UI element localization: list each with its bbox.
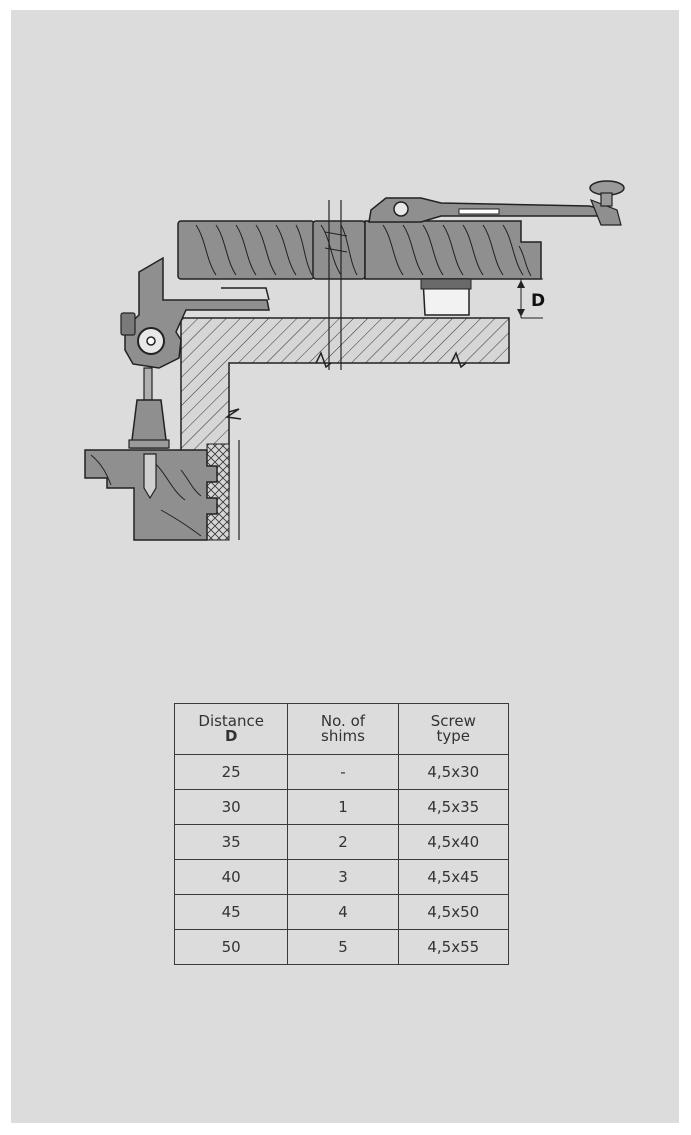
frame-break-side [224,408,242,420]
sash-profile [177,220,542,280]
cell-screw: 4,5x40 [397,824,510,860]
lever-handle [368,180,625,226]
cell-distance: 40 [173,859,289,895]
cell-shims: - [287,754,399,790]
cell-screw: 4,5x35 [397,789,510,825]
cell-shims: 5 [287,929,399,965]
spec-table-header: Distance D No. of shims Screw type [173,703,510,755]
break-gap [324,231,348,253]
frame-break-mid [450,351,467,369]
cell-distance: 30 [173,789,289,825]
spec-table: Distance D No. of shims Screw type 25-4,… [173,703,510,965]
cell-distance: 35 [173,824,289,860]
header-screw-type: Screw type [397,703,510,755]
header-shims: No. of shims [287,703,399,755]
cell-screw: 4,5x30 [397,754,510,790]
dimension-d-label: D [531,291,545,311]
hinge-bracket [120,256,270,449]
cell-distance: 50 [173,929,289,965]
cell-shims: 1 [287,789,399,825]
figure-panel: D Distance D [11,10,679,1123]
header-distance: Distance D [173,703,289,755]
cell-shims: 3 [287,859,399,895]
table-row: 25-4,5x30 [173,754,510,790]
lower-wood-part [84,440,240,541]
mounting-drawing: D [84,180,625,541]
cell-distance: 25 [173,754,289,790]
cell-screw: 4,5x50 [397,894,510,930]
frame-section [180,317,510,491]
break-lines [328,200,342,370]
cell-distance: 45 [173,894,289,930]
cell-screw: 4,5x45 [397,859,510,895]
cell-screw: 4,5x55 [397,929,510,965]
cell-shims: 4 [287,894,399,930]
frame-cross-strip [206,443,230,541]
cell-shims: 2 [287,824,399,860]
